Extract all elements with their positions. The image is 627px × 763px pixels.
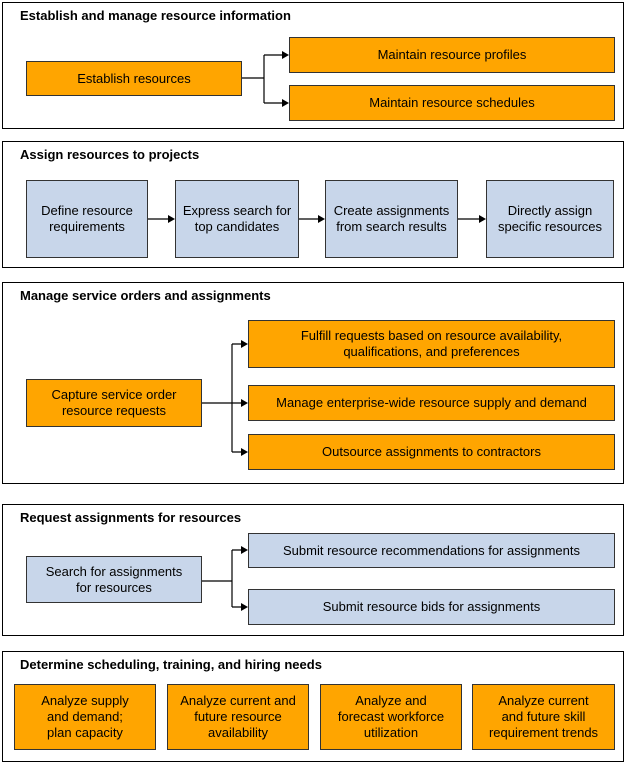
arrow-head [241,340,248,348]
establish-resources-box: Establish resources [26,61,242,96]
section-title: Manage service orders and assignments [20,288,271,303]
maintain-profiles-box: Maintain resource profiles [289,37,615,73]
section-request-assignments: Request assignments for resources Search… [2,504,624,636]
arrow-head [318,215,325,223]
connector-line [202,343,243,453]
section-establish-manage: Establish and manage resource informatio… [2,2,624,129]
arrow-head [241,603,248,611]
submit-recommendations-box: Submit resource recommendations for assi… [248,533,615,568]
manage-supply-demand-box: Manage enterprise-wide resource supply a… [248,385,615,421]
outsource-assignments-box: Outsource assignments to contractors [248,434,615,470]
fulfill-requests-box: Fulfill requests based on resource avail… [248,320,615,368]
section-title: Assign resources to projects [20,147,200,162]
section-title: Determine scheduling, training, and hiri… [20,657,322,672]
section-title: Establish and manage resource informatio… [20,8,291,23]
arrow-head [241,546,248,554]
arrow-head [241,448,248,456]
maintain-schedules-box: Maintain resource schedules [289,85,615,121]
section-title: Request assignments for resources [20,510,242,525]
arrow-head [479,215,486,223]
connector-line [242,54,287,104]
arrow-head [168,215,175,223]
arrow-head [282,51,289,59]
submit-bids-box: Submit resource bids for assignments [248,589,615,625]
arrow-head [241,399,248,407]
section-service-orders: Manage service orders and assignments Ca… [2,282,624,484]
arrow-head [282,99,289,107]
section-assign-resources: Assign resources to projects Define reso… [2,141,624,268]
connector-line [202,549,243,608]
section-scheduling-needs: Determine scheduling, training, and hiri… [2,651,624,762]
